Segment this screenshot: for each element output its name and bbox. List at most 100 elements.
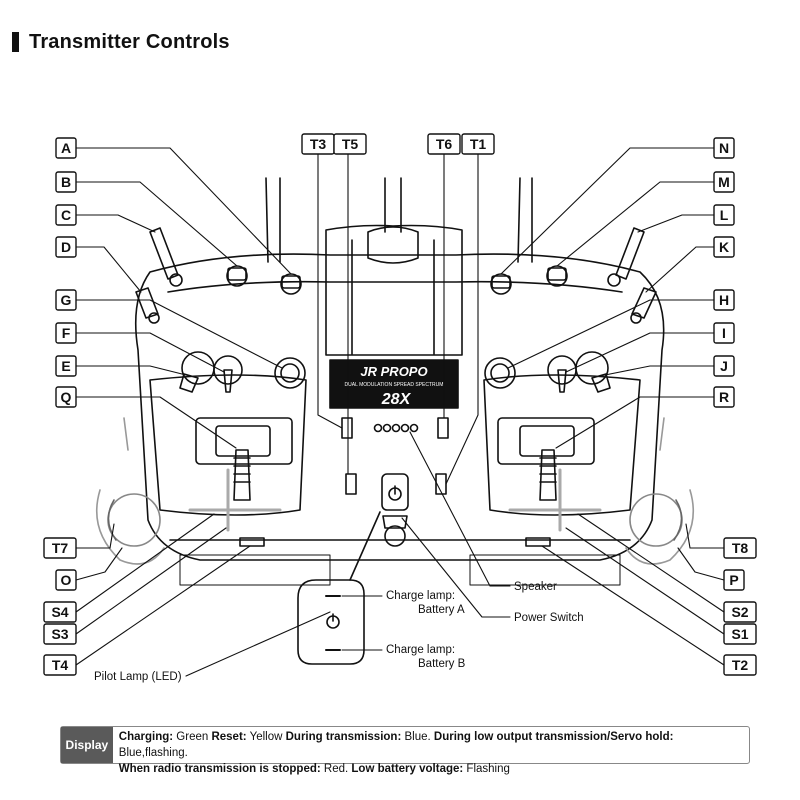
- label-s2: S2: [723, 601, 757, 623]
- button-b[interactable]: [226, 265, 248, 287]
- legend-key-reset: Reset:: [211, 731, 247, 743]
- rear-switch-t8[interactable]: [629, 493, 683, 547]
- svg-text:T5: T5: [342, 136, 359, 152]
- brand-logo: JR PROPO: [360, 364, 427, 379]
- label-r: R: [713, 386, 735, 408]
- callout-pilot-lamp: Pilot Lamp (LED): [94, 671, 182, 683]
- label-k: K: [713, 236, 735, 258]
- svg-text:C: C: [61, 207, 71, 223]
- legend-key-low-battery: Low battery voltage:: [351, 763, 464, 775]
- callout-charge-b-2: Battery B: [418, 658, 466, 670]
- svg-text:M: M: [718, 174, 730, 190]
- svg-text:I: I: [722, 325, 726, 341]
- legend-val-low-output: Blue,flashing.: [118, 747, 188, 759]
- left-stick-q[interactable]: [233, 449, 251, 501]
- label-g: G: [55, 289, 77, 311]
- switch-k[interactable]: [630, 287, 657, 324]
- legend-key-stopped: When radio transmission is stopped:: [118, 763, 321, 775]
- label-s3: S3: [43, 623, 77, 645]
- svg-text:B: B: [61, 174, 71, 190]
- svg-text:T7: T7: [52, 540, 69, 556]
- callout-charge-a-1: Charge lamp:: [386, 590, 455, 602]
- svg-text:L: L: [720, 207, 729, 223]
- svg-text:S1: S1: [731, 626, 748, 642]
- svg-text:T2: T2: [732, 657, 749, 673]
- legend-val-low-battery: Flashing: [463, 763, 510, 775]
- trim-t6[interactable]: [437, 417, 449, 439]
- right-stick-gimbal: [483, 374, 641, 516]
- svg-text:E: E: [61, 358, 70, 374]
- knob-g[interactable]: [274, 357, 306, 389]
- knob-h[interactable]: [484, 357, 516, 389]
- switch-l[interactable]: [607, 227, 645, 287]
- switch-f[interactable]: [213, 355, 243, 393]
- center-antenna: [367, 177, 419, 264]
- legend-line-2: When radio transmission is stopped: Red.…: [119, 761, 743, 777]
- legend-val-reset: Yellow: [246, 731, 286, 743]
- svg-text:J: J: [720, 358, 728, 374]
- legend-text: Charging: Green Reset: Yellow During tra…: [113, 727, 749, 775]
- switch-c[interactable]: [149, 227, 183, 287]
- svg-text:S3: S3: [51, 626, 68, 642]
- label-t3: T3: [301, 133, 335, 155]
- button-m[interactable]: [546, 265, 568, 287]
- rear-switch-t7[interactable]: [107, 493, 161, 547]
- legend-key-low-output: During low output transmission/Servo hol…: [433, 731, 674, 743]
- svg-text:S2: S2: [731, 604, 748, 620]
- svg-text:K: K: [719, 239, 729, 255]
- label-q: Q: [55, 386, 77, 408]
- svg-text:T1: T1: [470, 136, 487, 152]
- display-legend: Display Charging: Green Reset: Yellow Du…: [60, 726, 750, 775]
- label-t4: T4: [43, 654, 77, 676]
- power-switch[interactable]: [381, 473, 409, 547]
- legend-val-charging: Green: [173, 731, 212, 743]
- svg-text:S4: S4: [51, 604, 68, 620]
- button-n[interactable]: [490, 273, 512, 295]
- svg-text:R: R: [719, 389, 729, 405]
- charge-lamp-callout: [297, 511, 383, 665]
- transmitter-body: [134, 224, 665, 586]
- trim-t4[interactable]: [239, 537, 265, 547]
- svg-text:P: P: [729, 572, 738, 588]
- label-t1: T1: [461, 133, 495, 155]
- svg-text:T4: T4: [52, 657, 69, 673]
- label-t6: T6: [427, 133, 461, 155]
- svg-text:Q: Q: [61, 389, 72, 405]
- switch-j[interactable]: [575, 351, 611, 393]
- label-t2: T2: [723, 654, 757, 676]
- callout-power-switch: Power Switch: [514, 612, 584, 624]
- legend-line-1: Charging: Green Reset: Yellow During tra…: [119, 729, 743, 761]
- svg-text:T6: T6: [436, 136, 453, 152]
- callout-charge-b-1: Charge lamp:: [386, 644, 455, 656]
- trim-t3[interactable]: [341, 417, 353, 439]
- svg-text:F: F: [62, 325, 71, 341]
- svg-text:H: H: [719, 292, 729, 308]
- trim-t5[interactable]: [345, 473, 357, 495]
- svg-text:D: D: [61, 239, 71, 255]
- svg-text:O: O: [61, 572, 72, 588]
- label-j: J: [713, 355, 735, 377]
- brand-model: 28X: [381, 391, 412, 408]
- label-t5: T5: [333, 133, 367, 155]
- title-marker: [12, 32, 19, 52]
- svg-text:N: N: [719, 140, 729, 156]
- label-c: C: [55, 204, 77, 226]
- legend-val-stopped: Red.: [320, 763, 352, 775]
- label-d: D: [55, 236, 77, 258]
- label-t7: T7: [43, 537, 77, 559]
- button-a[interactable]: [280, 273, 302, 295]
- trim-t2[interactable]: [525, 537, 551, 547]
- legend-val-transmission: Blue.: [401, 731, 434, 743]
- label-s4: S4: [43, 601, 77, 623]
- svg-text:A: A: [61, 140, 71, 156]
- legend-tag: Display: [61, 727, 113, 763]
- page-title: Transmitter Controls: [29, 30, 230, 53]
- switch-d[interactable]: [135, 287, 160, 324]
- label-t8: T8: [723, 537, 757, 559]
- switch-i[interactable]: [547, 355, 577, 393]
- label-f: F: [55, 322, 77, 344]
- brand-panel: [329, 359, 459, 409]
- callout-speaker: Speaker: [514, 581, 557, 593]
- right-stick-r[interactable]: [539, 449, 557, 501]
